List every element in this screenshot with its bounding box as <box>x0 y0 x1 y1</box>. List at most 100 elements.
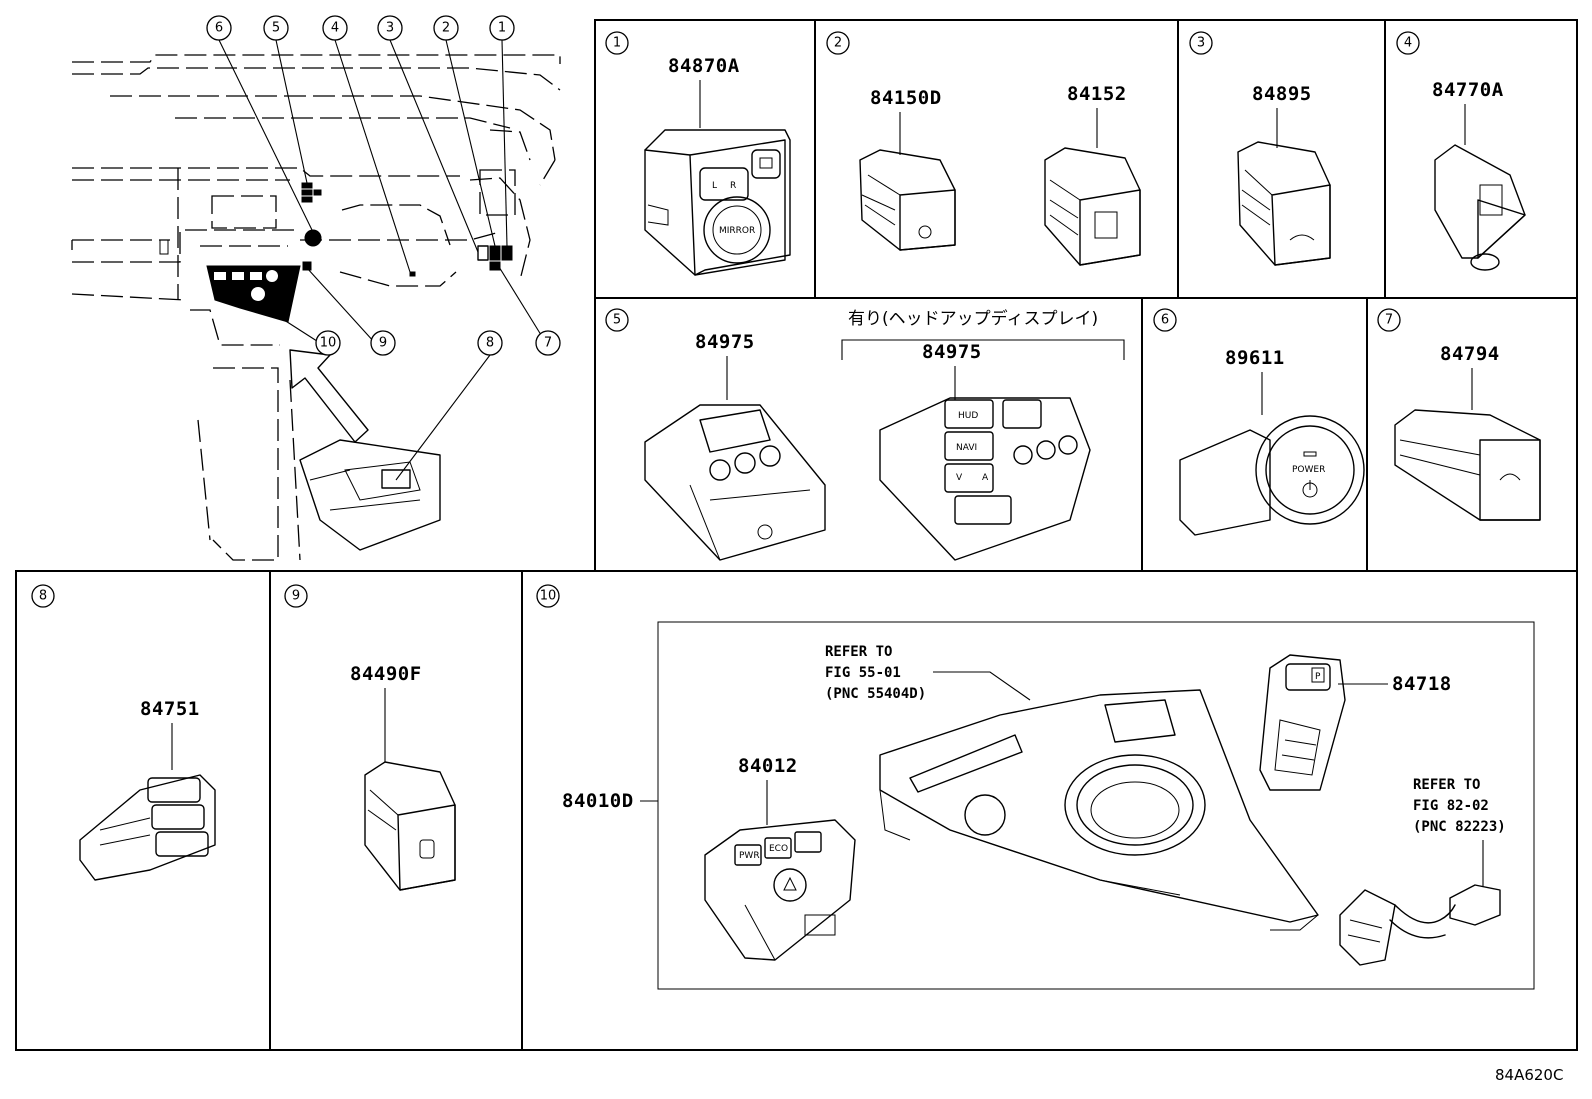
part-number-84490f[interactable]: 84490F <box>350 663 422 685</box>
svg-text:NAVI: NAVI <box>956 443 977 453</box>
callout-9[interactable]: 9 <box>370 330 396 356</box>
vsc-off-switch-84895[interactable] <box>1237 141 1331 266</box>
svg-text:9: 9 <box>379 336 387 351</box>
callout-1[interactable]: 1 <box>489 15 515 41</box>
part-number-84152[interactable]: 84152 <box>1067 83 1127 105</box>
panel-4-number: 4 <box>1396 31 1420 55</box>
panel-8: 8 84751 <box>31 584 216 881</box>
svg-text:REFER TO: REFER TO <box>825 644 892 660</box>
callout-10[interactable]: 10 <box>315 330 341 356</box>
svg-text:PWR: PWR <box>739 851 760 861</box>
headlamp-switch-84152[interactable] <box>1044 147 1141 266</box>
panel-8-number: 8 <box>31 584 55 608</box>
svg-text:FIG 82-02: FIG 82-02 <box>1413 798 1489 814</box>
callout-7[interactable]: 7 <box>535 330 561 356</box>
panel-10-inner-frame <box>657 621 1535 990</box>
part-number-84150d[interactable]: 84150D <box>870 87 942 109</box>
part-number-84718[interactable]: 84718 <box>1392 673 1452 695</box>
mirror-switch-84870a[interactable]: L R MIRROR <box>644 129 791 276</box>
panel-7: 7 84794 <box>1377 308 1541 521</box>
panel-9-number: 9 <box>284 584 308 608</box>
power-switch-marker <box>304 229 322 247</box>
svg-text:10: 10 <box>320 336 337 351</box>
panel-6: 6 89611 POWER <box>1153 308 1365 536</box>
part-number-84975-b[interactable]: 84975 <box>922 341 982 363</box>
panel-10-number: 10 <box>536 584 560 608</box>
svg-text:ECO: ECO <box>769 844 788 854</box>
panel-3: 3 84895 <box>1189 31 1331 266</box>
part-number-84870a[interactable]: 84870A <box>668 55 740 77</box>
console-panel-84010d[interactable] <box>879 689 1319 931</box>
svg-text:5: 5 <box>613 313 621 328</box>
svg-text:3: 3 <box>1197 36 1205 51</box>
svg-text:2: 2 <box>834 36 842 51</box>
refer-fig-82-02[interactable]: REFER TO FIG 82-02 (PNC 82223) <box>1413 777 1506 835</box>
part-number-84794[interactable]: 84794 <box>1440 343 1500 365</box>
panel-9: 9 84490F <box>284 584 456 891</box>
svg-text:L: L <box>712 181 717 191</box>
svg-text:7: 7 <box>544 336 552 351</box>
switch-84975-a[interactable] <box>644 404 826 561</box>
switch-84490f[interactable] <box>364 761 456 891</box>
callout-5[interactable]: 5 <box>263 15 289 41</box>
svg-text:(PNC 55404D): (PNC 55404D) <box>825 686 926 702</box>
power-switch-89611[interactable]: POWER <box>1179 415 1365 536</box>
svg-text:4: 4 <box>331 21 339 36</box>
svg-text:MIRROR: MIRROR <box>719 226 755 236</box>
switch-84770a[interactable] <box>1434 144 1526 271</box>
svg-text:POWER: POWER <box>1292 465 1325 475</box>
callout-6[interactable]: 6 <box>206 15 232 41</box>
svg-text:FIG 55-01: FIG 55-01 <box>825 665 901 681</box>
svg-text:HUD: HUD <box>958 411 978 421</box>
svg-text:3: 3 <box>386 21 394 36</box>
figure-code: 84A620C <box>1495 1066 1563 1084</box>
panel-5-number: 5 <box>605 308 629 332</box>
svg-text:6: 6 <box>1161 313 1169 328</box>
part-number-84895[interactable]: 84895 <box>1252 83 1312 105</box>
panel-1: 1 84870A L R MIRROR <box>605 31 791 276</box>
svg-text:2: 2 <box>442 21 450 36</box>
callout-2[interactable]: 2 <box>433 15 459 41</box>
callout-8[interactable]: 8 <box>477 330 503 356</box>
svg-text:5: 5 <box>272 21 280 36</box>
svg-text:1: 1 <box>613 36 621 51</box>
wire-harness-82223[interactable] <box>1339 840 1501 966</box>
svg-text:V: V <box>956 473 963 483</box>
callout-4[interactable]: 4 <box>322 15 348 41</box>
svg-text:R: R <box>730 181 736 191</box>
headlamp-leveling-switch-84150d[interactable] <box>859 149 956 251</box>
defogger-switch-84794[interactable] <box>1394 409 1541 521</box>
panel-2: 2 84150D 84152 <box>826 31 1141 266</box>
svg-text:8: 8 <box>39 589 47 604</box>
frames <box>15 19 1578 1051</box>
panel-1-number: 1 <box>605 31 629 55</box>
svg-text:9: 9 <box>292 589 300 604</box>
svg-text:P: P <box>1315 672 1321 682</box>
svg-text:1: 1 <box>498 21 506 36</box>
hud-note: 有り(ヘッドアップディスプレイ) <box>848 308 1098 329</box>
panel-6-number: 6 <box>1153 308 1177 332</box>
part-number-84770a[interactable]: 84770A <box>1432 79 1504 101</box>
bottom-frame <box>15 570 1578 1051</box>
callout-3[interactable]: 3 <box>377 15 403 41</box>
dashboard-overview <box>71 39 561 561</box>
refer-fig-55-01[interactable]: REFER TO FIG 55-01 (PNC 55404D) <box>825 644 926 702</box>
svg-text:A: A <box>982 473 989 483</box>
svg-text:10: 10 <box>540 589 557 604</box>
view-arrow <box>289 349 369 443</box>
switch-cluster-84012[interactable]: PWR ECO <box>704 819 856 961</box>
panel-7-number: 7 <box>1377 308 1401 332</box>
seat-heater-switch-84751[interactable] <box>79 774 216 881</box>
part-number-89611[interactable]: 89611 <box>1225 347 1285 369</box>
part-number-84751[interactable]: 84751 <box>140 698 200 720</box>
svg-text:7: 7 <box>1385 313 1393 328</box>
panel-5: 5 有り(ヘッドアップディスプレイ) 84975 84975 HUD NAVI … <box>605 308 1125 561</box>
part-number-84975-a[interactable]: 84975 <box>695 331 755 353</box>
part-number-84010d[interactable]: 84010D <box>562 790 634 812</box>
part-number-84012[interactable]: 84012 <box>738 755 798 777</box>
svg-text:6: 6 <box>215 21 223 36</box>
hud-switch-84975-b[interactable]: HUD NAVI V A <box>879 397 1091 561</box>
parking-brake-switch-84718[interactable]: P <box>1259 654 1346 791</box>
panel-2-number: 2 <box>826 31 850 55</box>
